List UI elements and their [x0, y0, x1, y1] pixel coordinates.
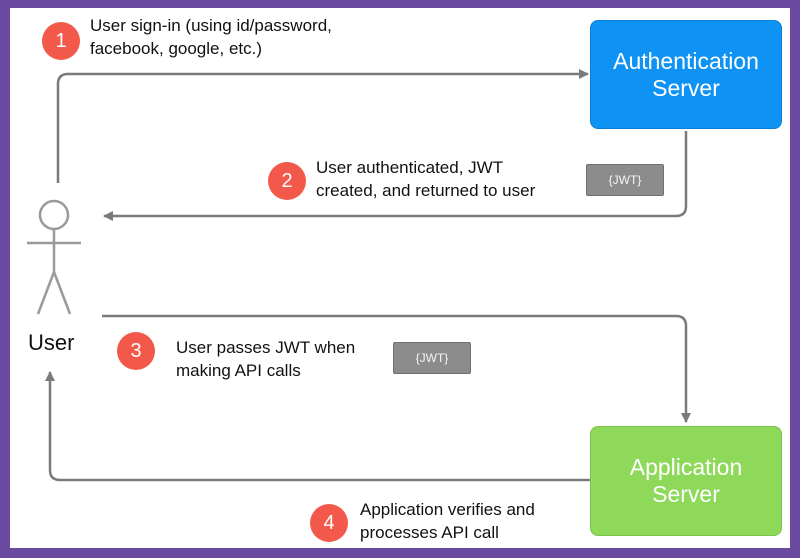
step-1-badge: 1 — [42, 22, 80, 60]
connector-layer — [45, 69, 691, 482]
diagram-canvas: Authentication Server Application Server… — [10, 8, 790, 548]
step-1-label: User sign-in (using id/password, faceboo… — [90, 16, 332, 58]
arrow-auth-to-user — [103, 131, 688, 221]
user-label: User — [28, 330, 75, 355]
step-3-label: User passes JWT when making API calls — [176, 338, 356, 380]
arrow-app-to-user — [45, 371, 590, 482]
step-3-badge: 3 — [117, 332, 155, 370]
step-4-label: Application verifies and processes API c… — [360, 500, 535, 542]
jwt-token-2: {JWT} — [393, 342, 471, 374]
arrow-user-to-auth — [56, 69, 589, 183]
application-server-node: Application Server — [590, 426, 782, 536]
step-2-label: User authenticated, JWT created, and ret… — [316, 158, 536, 200]
jwt-token-1: {JWT} — [586, 164, 664, 196]
arrow-user-to-app — [102, 314, 691, 423]
authentication-server-node: Authentication Server — [590, 20, 782, 129]
step-4-badge: 4 — [310, 504, 348, 542]
user-actor-icon — [27, 199, 81, 315]
step-2-badge: 2 — [268, 162, 306, 200]
